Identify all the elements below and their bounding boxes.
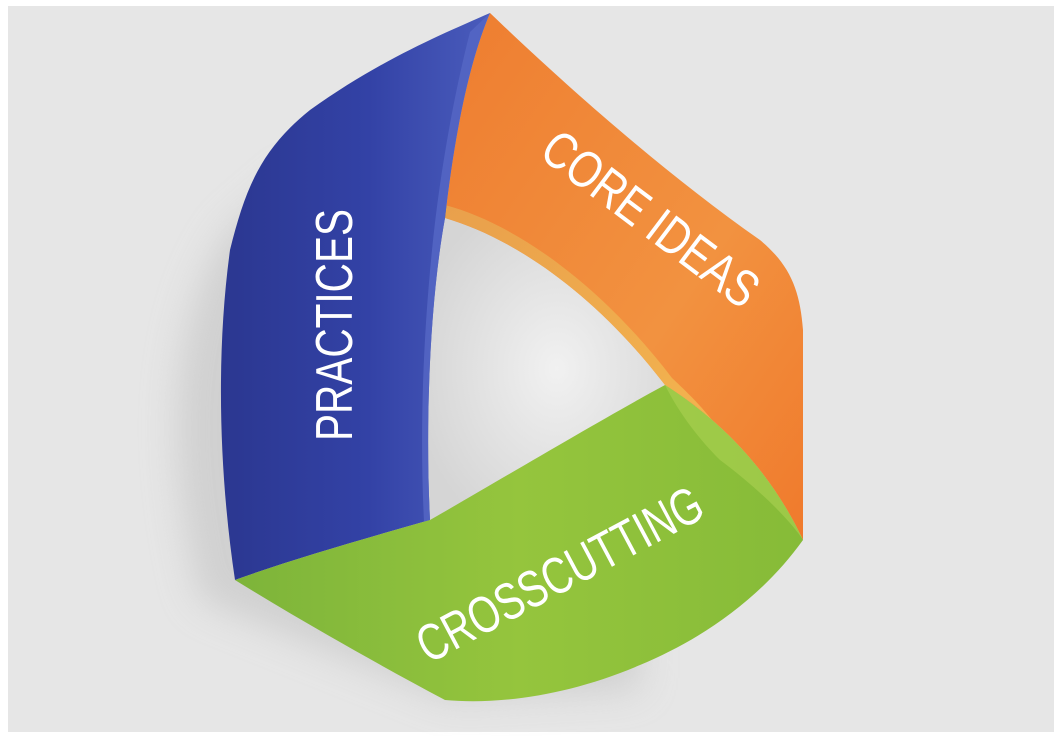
- band-core-ideas: [445, 13, 803, 540]
- band-crosscutting: [235, 385, 803, 702]
- center-hole: [425, 218, 665, 520]
- band-label-practices: PRACTICES: [305, 209, 363, 441]
- band-practices: [220, 13, 490, 580]
